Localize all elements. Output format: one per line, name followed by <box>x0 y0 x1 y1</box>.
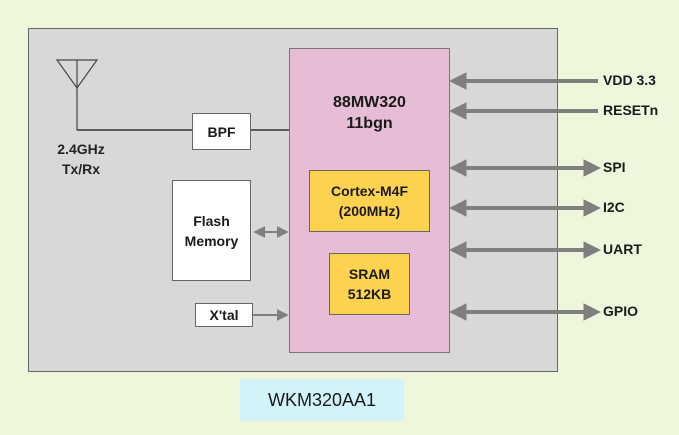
flash-memory-block: Flash Memory <box>172 180 251 281</box>
chip-name: 88MW320 <box>333 94 406 111</box>
antenna-icon <box>55 59 192 131</box>
cpu-clock: (200MHz) <box>338 203 401 219</box>
sram-name: SRAM <box>348 266 391 282</box>
flash-label-line1: Flash <box>193 212 230 229</box>
chip-standard: 11bgn <box>346 115 393 132</box>
flash-label-line2: Memory <box>184 232 239 249</box>
chip-title: 88MW320 11bgn <box>289 92 450 134</box>
xtal-block: X'tal <box>195 303 253 327</box>
pin-label-vdd: VDD 3.3 <box>603 72 656 88</box>
pin-label-i2c: I2C <box>603 199 625 215</box>
module-caption: WKM320AA1 <box>240 379 404 421</box>
pin-label-reset: RESETn <box>603 102 659 118</box>
antenna-label: 2.4GHz Tx/Rx <box>36 139 126 179</box>
pin-label-gpio: GPIO <box>603 303 639 319</box>
module-caption-text: WKM320AA1 <box>267 389 377 410</box>
sram-size: 512KB <box>347 286 392 302</box>
cpu-block: Cortex-M4F (200MHz) <box>309 170 430 232</box>
pin-label-uart: UART <box>603 241 642 257</box>
bpf-label: BPF <box>207 123 236 140</box>
cpu-name: Cortex-M4F <box>330 183 408 199</box>
xtal-label: X'tal <box>209 307 239 323</box>
sram-block: SRAM 512KB <box>329 253 410 315</box>
bpf-block: BPF <box>192 113 251 150</box>
pin-label-spi: SPI <box>603 159 626 175</box>
antenna-frequency: 2.4GHz <box>57 141 105 157</box>
antenna-txrx: Tx/Rx <box>61 161 101 177</box>
